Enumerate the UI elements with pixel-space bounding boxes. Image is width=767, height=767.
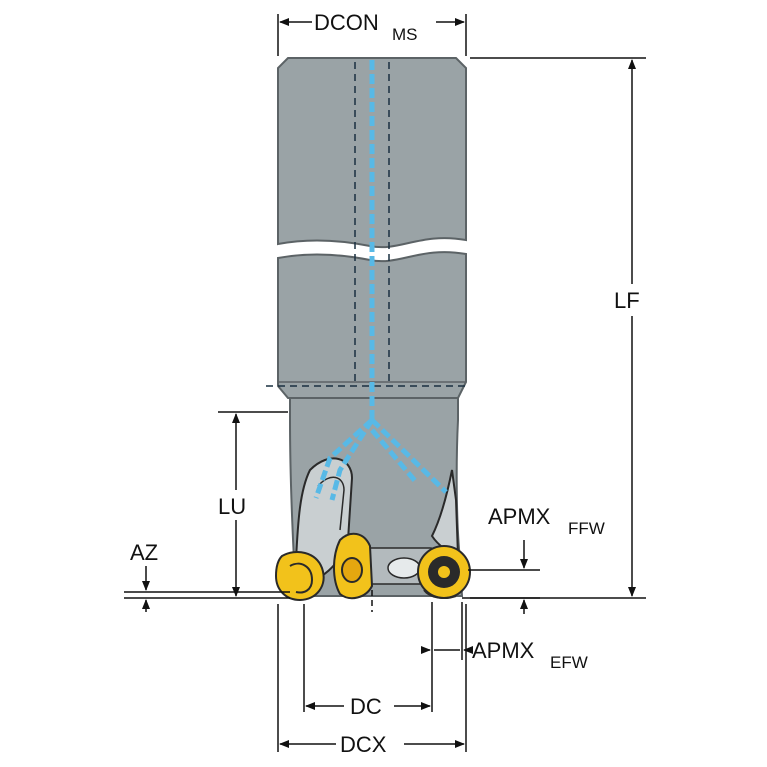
- label-apmx-ffw: APMX: [488, 504, 551, 529]
- shank-lower: [277, 251, 467, 399]
- label-apmx-efw-sub: EFW: [550, 653, 588, 672]
- label-dcon-sub: MS: [392, 25, 418, 44]
- label-dcon: DCON: [314, 10, 379, 35]
- label-apmx-ffw-sub: FFW: [568, 519, 605, 538]
- label-lu: LU: [218, 494, 246, 519]
- insert-left: [274, 551, 325, 602]
- insert-right: [417, 545, 471, 599]
- label-apmx-efw: APMX: [472, 638, 535, 663]
- label-dcx: DCX: [340, 732, 387, 757]
- chip-pocket-left-edge: [317, 476, 345, 531]
- insert-center: [333, 532, 374, 600]
- center-slot-hole: [387, 557, 421, 579]
- dimension-lines: [124, 14, 646, 752]
- hidden-lines: [266, 62, 466, 387]
- label-az: AZ: [130, 540, 158, 565]
- coolant-channels: [313, 60, 448, 501]
- label-lf: LF: [614, 288, 640, 313]
- label-dc: DC: [350, 694, 382, 719]
